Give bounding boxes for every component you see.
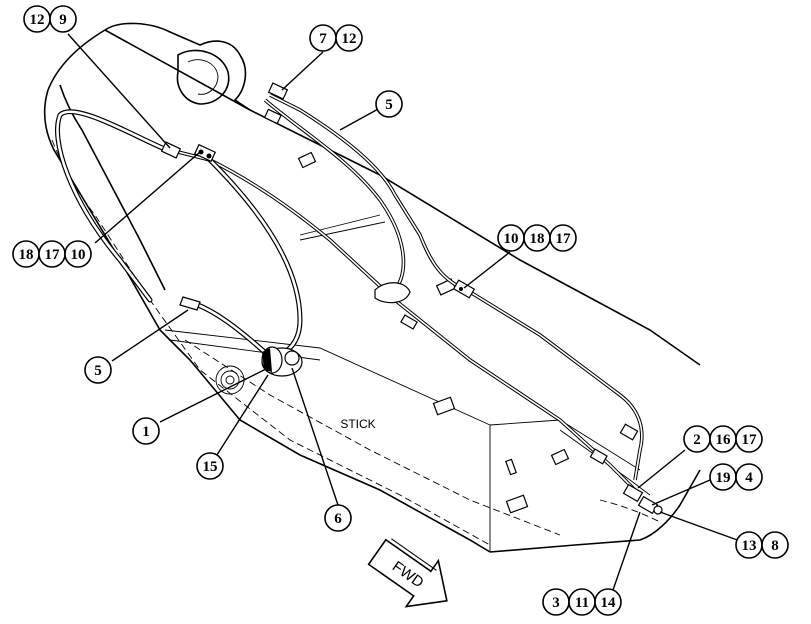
callout-number: 3 bbox=[552, 595, 560, 611]
callout-c4: 18 17 10 bbox=[12, 240, 92, 268]
callout-number: 11 bbox=[575, 595, 589, 611]
callout-circle bbox=[549, 224, 577, 252]
callout-number: 1 bbox=[142, 424, 150, 440]
callout-c9: 6 bbox=[324, 504, 352, 532]
callout-c13: 3 11 14 bbox=[542, 588, 622, 616]
callout-c11: 19 4 bbox=[709, 463, 763, 491]
callout-number: 2 bbox=[693, 432, 701, 448]
callout-circle bbox=[761, 531, 789, 559]
callout-number: 7 bbox=[319, 31, 327, 47]
callout-number: 10 bbox=[71, 247, 86, 263]
callout-c7: 1 bbox=[132, 417, 160, 445]
callout-circle bbox=[735, 463, 763, 491]
callout-number: 14 bbox=[601, 595, 617, 611]
callout-number: 5 bbox=[385, 97, 393, 113]
callout-number: 12 bbox=[30, 12, 45, 28]
callout-number: 18 bbox=[530, 231, 545, 247]
callout-c5: 10 18 17 bbox=[497, 224, 577, 252]
callout-circle bbox=[324, 504, 352, 532]
callout-number: 17 bbox=[742, 432, 758, 448]
callout-number: 15 bbox=[203, 459, 218, 475]
callout-circle bbox=[64, 240, 92, 268]
callout-circle bbox=[196, 452, 224, 480]
fwd-arrow: FWD bbox=[367, 538, 448, 608]
callout-number: 17 bbox=[556, 231, 572, 247]
callout-balloons: 12 9 7 12 5 18 17 10 10 18 17 5 1 15 6 2 16 17 19 4 13 8 3 11 14 bbox=[12, 5, 789, 616]
callout-circle bbox=[49, 5, 77, 33]
callout-c8: 15 bbox=[196, 452, 224, 480]
callout-number: 12 bbox=[342, 31, 357, 47]
fittings bbox=[160, 82, 663, 515]
callout-circle bbox=[84, 356, 112, 384]
leader-lines bbox=[67, 33, 741, 591]
callout-c10: 2 16 17 bbox=[683, 425, 763, 453]
callout-number: 13 bbox=[742, 538, 757, 554]
callout-c2: 7 12 bbox=[309, 24, 363, 52]
callout-number: 10 bbox=[504, 231, 519, 247]
callout-number: 16 bbox=[716, 432, 732, 448]
callout-number: 4 bbox=[745, 470, 753, 486]
callout-number: 5 bbox=[94, 363, 102, 379]
callout-circle bbox=[132, 417, 160, 445]
callout-number: 19 bbox=[716, 470, 731, 486]
stick-label: STICK bbox=[340, 417, 375, 431]
callout-number: 8 bbox=[771, 538, 779, 554]
callout-circle bbox=[594, 588, 622, 616]
tubing bbox=[55, 93, 644, 497]
callout-number: 18 bbox=[19, 247, 34, 263]
callout-circle bbox=[375, 90, 403, 118]
callout-c3: 5 bbox=[375, 90, 403, 118]
callout-circle bbox=[735, 425, 763, 453]
callout-number: 9 bbox=[59, 12, 67, 28]
callout-c1: 12 9 bbox=[23, 5, 77, 33]
callout-number: 6 bbox=[334, 511, 342, 527]
callout-c12: 13 8 bbox=[735, 531, 789, 559]
callout-c6: 5 bbox=[84, 356, 112, 384]
callout-circle bbox=[335, 24, 363, 52]
callout-number: 17 bbox=[45, 247, 61, 263]
